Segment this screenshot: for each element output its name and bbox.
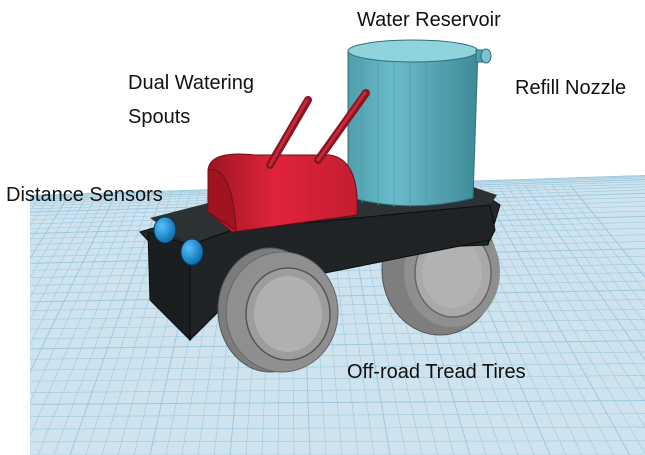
spout-left <box>266 96 312 169</box>
water-reservoir <box>347 39 492 207</box>
watering-spouts-label-line2: Spouts <box>128 106 191 128</box>
refill-nozzle-label: Refill Nozzle <box>515 77 627 99</box>
spout-housing <box>207 153 358 233</box>
distance-sensors-label: Distance Sensors <box>6 184 163 206</box>
front-tire <box>217 247 339 373</box>
sensor-right <box>180 238 204 266</box>
watering-spouts-label: Dual Watering Spouts <box>128 66 254 134</box>
distance-sensors <box>153 216 204 266</box>
sensor-left <box>153 216 177 244</box>
tires-label: Off-road Tread Tires <box>347 361 526 383</box>
spout-right <box>314 89 370 164</box>
water-reservoir-label: Water Reservoir <box>357 9 501 31</box>
dual-watering-spouts <box>266 89 370 169</box>
watering-spouts-label-line1: Dual Watering <box>128 72 254 94</box>
refill-nozzle <box>475 48 492 64</box>
